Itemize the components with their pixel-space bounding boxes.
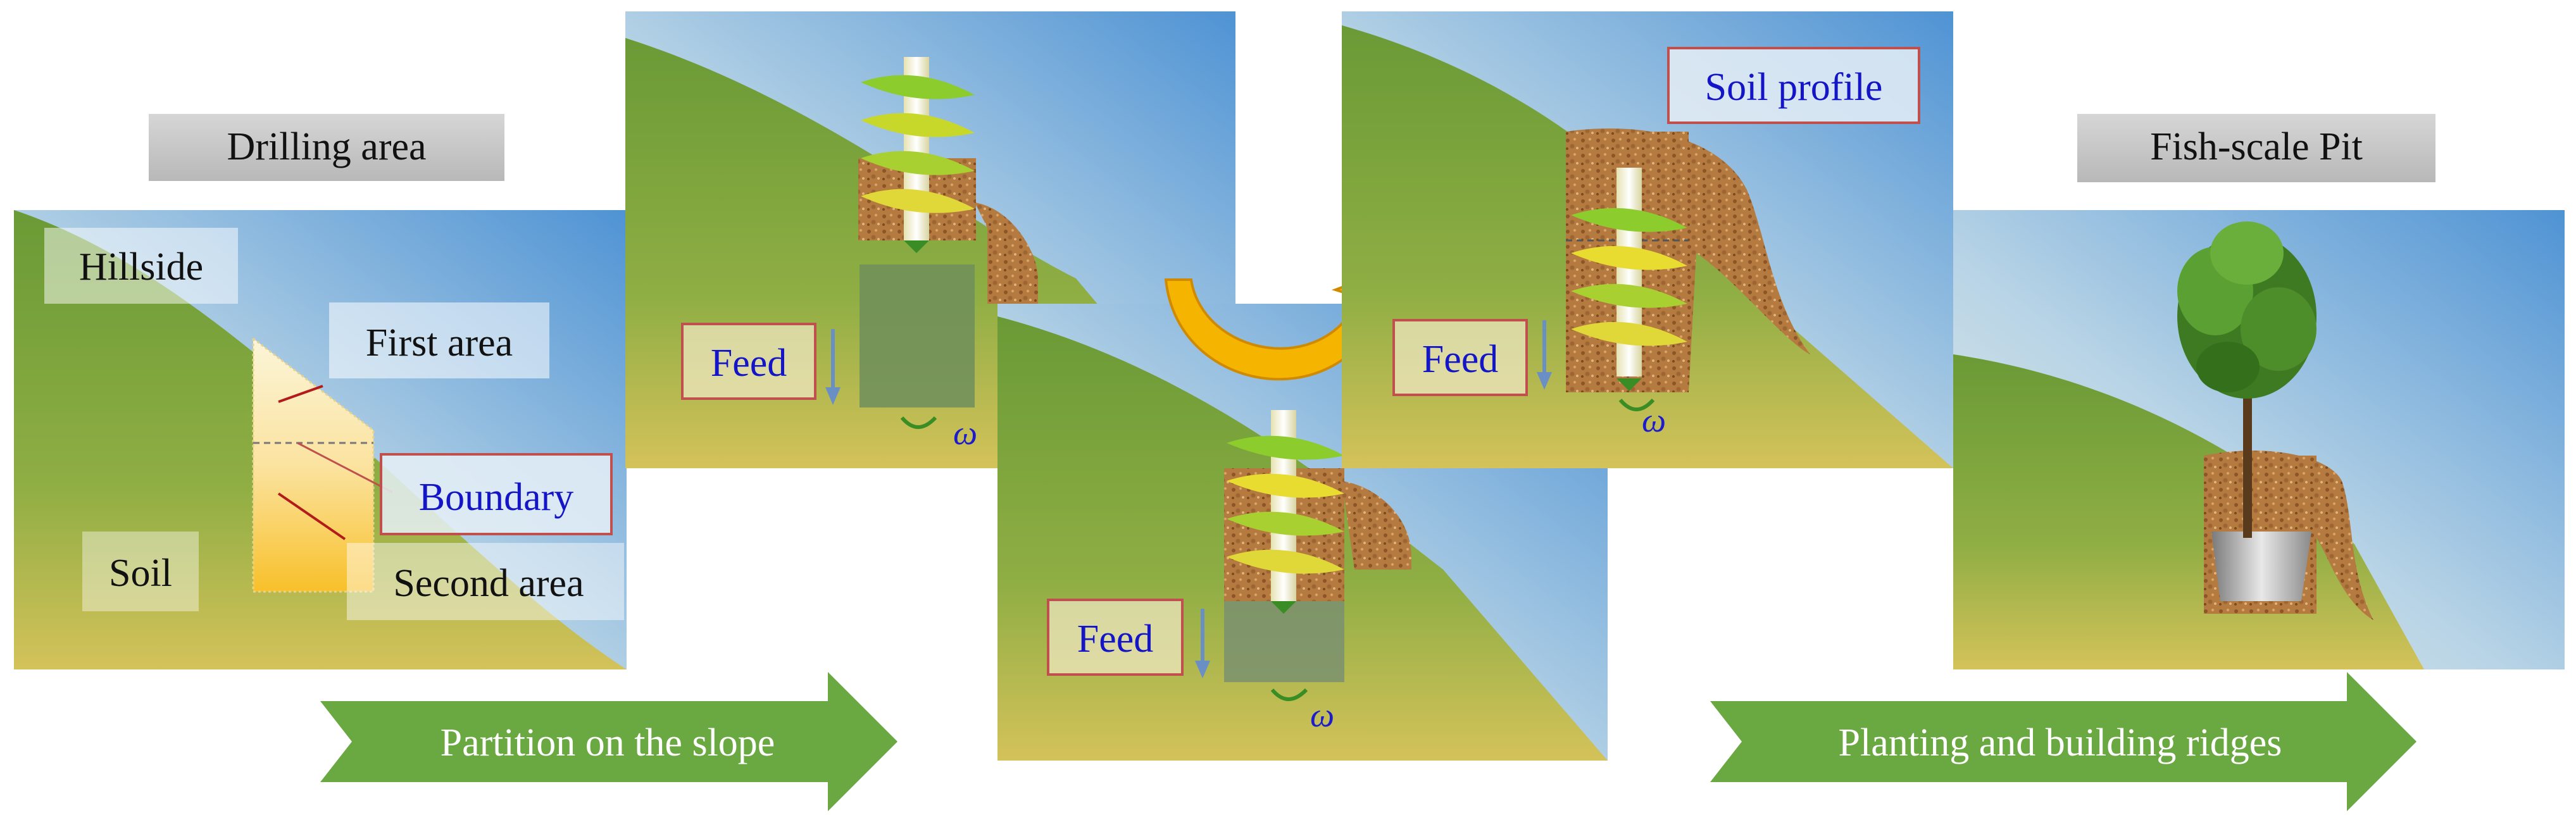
omega-label-1: ω bbox=[953, 414, 977, 452]
feed-label-1: Feed bbox=[711, 342, 787, 385]
boundary-label: Boundary bbox=[419, 476, 574, 519]
rotation-icon bbox=[900, 416, 937, 429]
omega-label-2: ω bbox=[1310, 696, 1334, 734]
arrow-planting-label: Planting and building ridges bbox=[1839, 721, 2282, 764]
panel-fish-scale-pit: Fish-scale Pit bbox=[1953, 114, 2565, 669]
arrow-planting-building-ridges: Planting and building ridges bbox=[1710, 672, 2417, 811]
second-area-label: Second area bbox=[393, 562, 584, 605]
rotation-icon bbox=[1618, 398, 1655, 411]
drilling-area-title: Drilling area bbox=[227, 125, 426, 168]
tree-icon bbox=[2177, 221, 2317, 538]
auger-icon bbox=[1571, 168, 1687, 391]
feed-label-2: Feed bbox=[1077, 618, 1154, 661]
auger-icon bbox=[858, 57, 976, 253]
fish-scale-pit-title: Fish-scale Pit bbox=[2150, 125, 2363, 168]
panel-soil-profile: Soil profile Feed ω bbox=[1342, 11, 1953, 468]
feed-arrow-icon bbox=[825, 329, 841, 405]
omega-label-3: ω bbox=[1642, 401, 1666, 439]
arrow-partition-on-slope: Partition on the slope bbox=[320, 672, 897, 811]
feed-label-3: Feed bbox=[1422, 338, 1499, 381]
arrow-partition-label: Partition on the slope bbox=[441, 721, 775, 764]
panel-drilling-area: Drilling area Hillside First area Bounda… bbox=[14, 114, 627, 669]
soil-profile-label: Soil profile bbox=[1705, 66, 1883, 109]
rotation-icon bbox=[1270, 688, 1308, 701]
soil-label: Soil bbox=[109, 552, 172, 595]
auger-icon bbox=[1224, 410, 1344, 614]
hillside-label: Hillside bbox=[79, 246, 203, 289]
feed-arrow-icon bbox=[1537, 320, 1552, 390]
feed-arrow-icon bbox=[1195, 609, 1210, 678]
first-area-label: First area bbox=[366, 321, 513, 364]
